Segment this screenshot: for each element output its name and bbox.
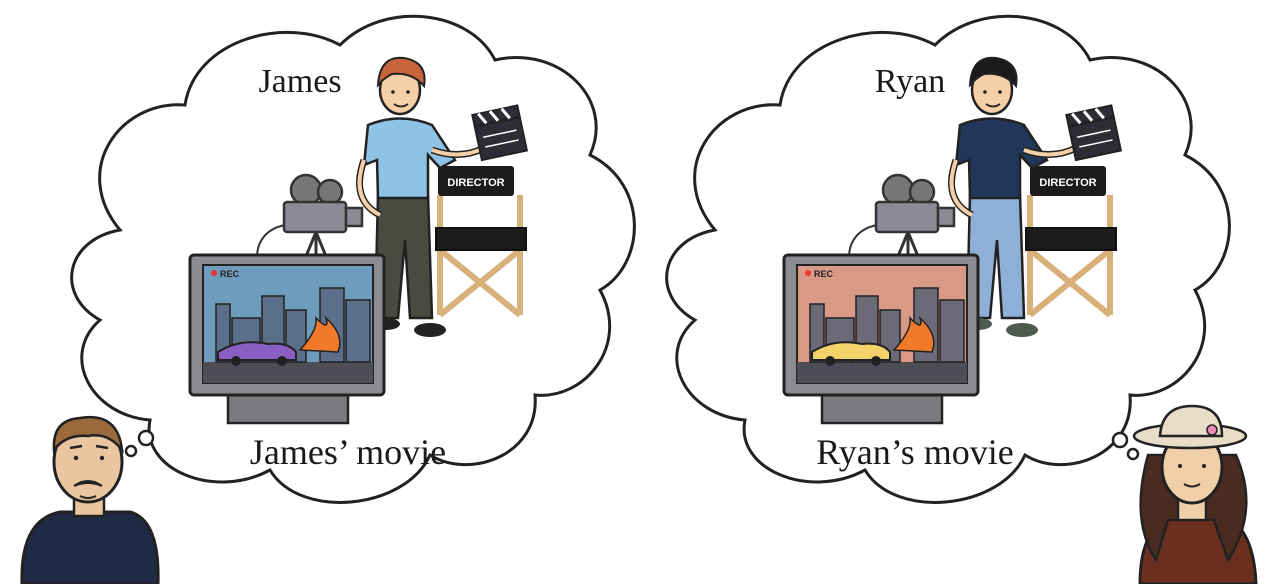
movie-set-left: DIRECTOR [188,56,529,472]
movie-set-right: DIRECTOR [782,56,1123,472]
person-ryan [948,56,1078,337]
shirt-left [362,117,457,200]
film-camera-left [256,173,364,268]
shirt-right [954,117,1049,200]
person-james [356,56,486,337]
director-chair-left: DIRECTOR [435,166,527,318]
thought-dot-small-left [124,444,138,458]
chair-label-right: DIRECTOR [1039,177,1096,189]
movie-caption-left: James’ movie [250,432,446,472]
rec-label-right: REC [814,269,834,279]
car-right [811,341,891,361]
thinker-man [20,415,160,584]
thinker-woman [1132,404,1258,584]
name-label-left: James [258,63,341,100]
director-chair-right: DIRECTOR [1025,166,1117,318]
clapperboard-left [471,104,529,162]
clapperboard-right [1065,104,1123,162]
monitor-left: REC [188,253,386,425]
movie-caption-right: Ryan’s movie [816,432,1014,472]
thought-dot-large-right [1111,431,1129,449]
rec-label-left: REC [220,269,240,279]
name-label-right: Ryan [875,63,945,100]
monitor-right: REC [782,253,980,425]
thought-dot-small-right [1126,447,1140,461]
thought-dot-large-left [137,429,155,447]
car-left [217,341,297,361]
film-camera-right [848,173,956,268]
chair-label-left: DIRECTOR [447,177,504,189]
